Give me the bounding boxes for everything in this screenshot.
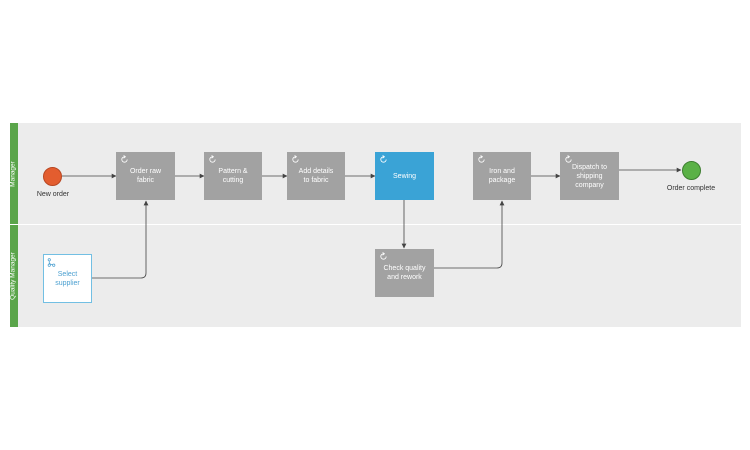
task-label: Dispatch to shipping company <box>571 163 608 189</box>
task-iron-package[interactable]: Iron and package <box>473 152 531 200</box>
loop-icon <box>380 155 387 163</box>
task-sewing[interactable]: Sewing <box>375 152 434 200</box>
end-event[interactable] <box>682 161 701 180</box>
task-order-raw-fabric[interactable]: Order raw fabric <box>116 152 175 200</box>
lane-title-quality-manager: Quality Manager <box>9 252 17 300</box>
subprocess-icon <box>47 258 56 267</box>
end-event-label: Order complete <box>666 185 716 192</box>
task-label: Order raw fabric <box>129 168 162 184</box>
task-label: Sewing <box>393 172 416 180</box>
loop-icon <box>209 155 216 163</box>
task-label: Iron and package <box>488 168 516 184</box>
task-dispatch[interactable]: Dispatch to shipping company <box>560 152 619 200</box>
loop-icon <box>380 252 387 260</box>
loop-icon <box>565 155 572 163</box>
loop-icon <box>478 155 485 163</box>
start-event-label: New order <box>36 191 70 198</box>
task-add-details[interactable]: Add details to fabric <box>287 152 345 200</box>
task-pattern-cutting[interactable]: Pattern & cutting <box>204 152 262 200</box>
subprocess-label: Select supplier <box>55 270 80 287</box>
lane-header-manager: Manager <box>10 123 18 224</box>
loop-icon <box>292 155 299 163</box>
task-label: Pattern & cutting <box>218 168 248 184</box>
subprocess-select-supplier[interactable]: Select supplier <box>43 254 92 303</box>
task-label: Check quality and rework <box>383 265 426 281</box>
start-event[interactable] <box>43 167 62 186</box>
task-label: Add details to fabric <box>298 168 334 184</box>
task-check-quality[interactable]: Check quality and rework <box>375 249 434 297</box>
loop-icon <box>121 155 128 163</box>
lane-header-quality-manager: Quality Manager <box>10 225 18 327</box>
lane-title-manager: Manager <box>9 160 17 187</box>
